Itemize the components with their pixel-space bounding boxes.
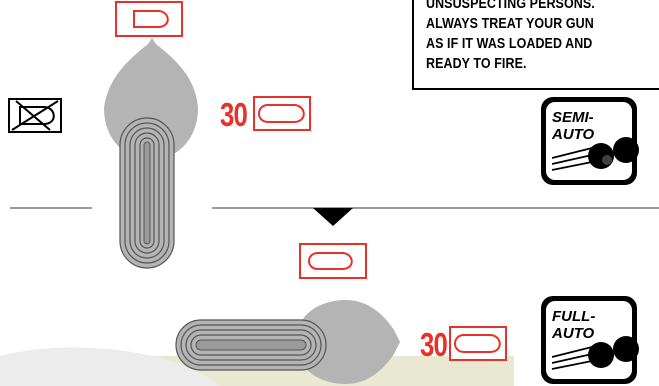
full-burst-count: 30 — [420, 328, 447, 361]
semi-burst-icon — [254, 97, 310, 130]
warning-line-2: ALWAYS TREAT YOUR GUN — [426, 14, 626, 34]
safe-icon — [9, 99, 61, 132]
full-burst-icon — [450, 327, 506, 360]
full-badge-label-line2: AUTO — [551, 325, 595, 342]
safety-warning-panel: UNSUSPECTING PERSONS. ALWAYS TREAT YOUR … — [412, 0, 659, 90]
warning-line-3: AS IF IT WAS LOADED AND — [426, 34, 626, 54]
full-auto-badge: FULL- AUTO — [541, 296, 639, 384]
full-single-round-icon — [300, 244, 366, 278]
warning-line-4: READY TO FIRE. — [426, 54, 626, 74]
full-badge-label-line1: FULL- — [552, 308, 595, 325]
down-arrow-icon — [313, 208, 353, 226]
semi-single-round-icon — [116, 2, 182, 36]
warning-line-1: UNSUSPECTING PERSONS. — [426, 0, 626, 14]
semi-burst-count: 30 — [220, 98, 247, 131]
semi-badge-label-line2: AUTO — [551, 126, 595, 143]
semi-selector-knob — [104, 38, 198, 268]
semi-badge-label-line1: SEMI- — [552, 109, 594, 126]
semi-auto-badge: SEMI- AUTO — [541, 97, 639, 185]
